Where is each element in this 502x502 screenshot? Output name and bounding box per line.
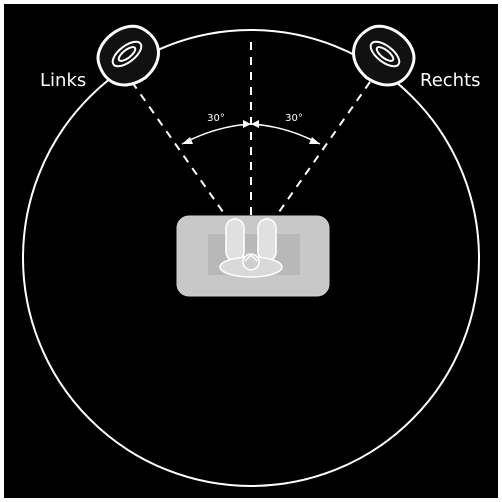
right-angle-arc — [250, 123, 321, 145]
listener-icon — [219, 218, 283, 278]
left-arc-arrow-left — [182, 137, 193, 144]
left-angle-arc — [181, 123, 252, 145]
right-speaker-icon — [352, 24, 416, 87]
right-angle-label: 30° — [285, 113, 303, 124]
listening-circle — [22, 29, 480, 487]
right-arc-arrow-left — [251, 120, 259, 128]
right-speaker-line — [271, 81, 371, 223]
right-arc-arrow-right — [309, 137, 320, 144]
left-angle-label: 30° — [207, 113, 225, 124]
left-speaker-icon — [96, 24, 160, 87]
left-arc-arrow-right — [243, 120, 251, 128]
left-speaker-label: Links — [40, 70, 86, 91]
left-speaker-line — [131, 81, 231, 223]
right-speaker-label: Rechts — [420, 70, 481, 91]
sofa-icon — [176, 215, 330, 297]
